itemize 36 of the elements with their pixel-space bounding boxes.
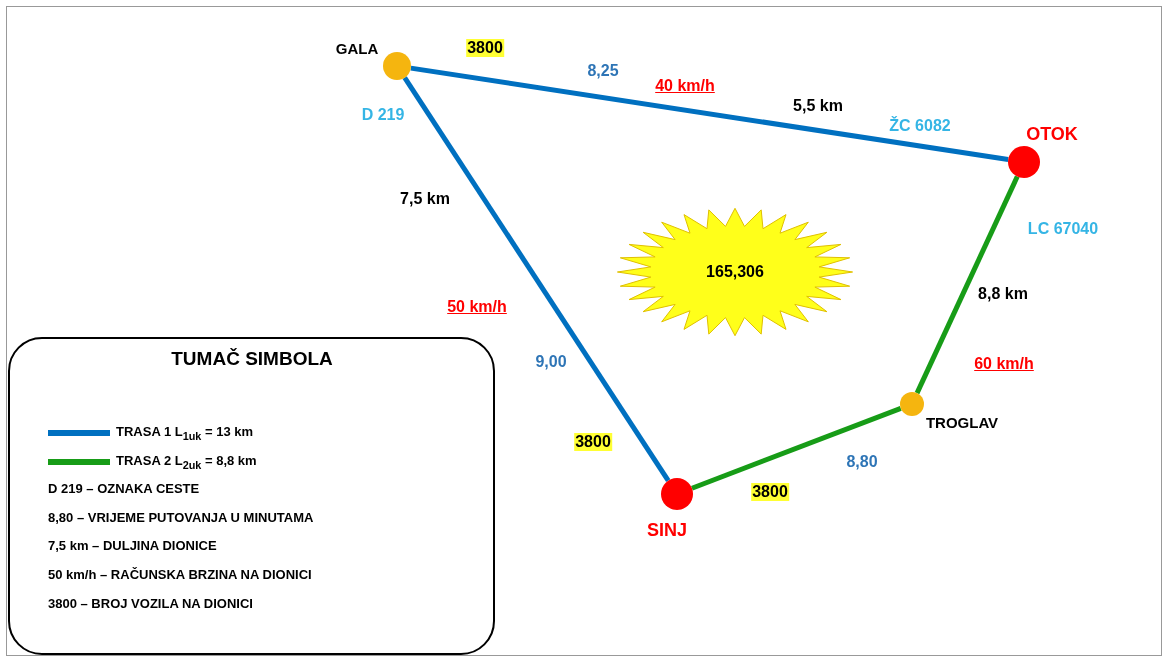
legend-title: TUMAČ SIMBOLA [171,348,333,370]
road-line [691,405,902,491]
road-line [402,76,671,482]
length-label: 5,5 km [793,97,843,115]
length-label: 7,5 km [400,190,450,208]
road-code: D 219 [361,106,405,124]
vehicle-count: 3800 [466,39,504,57]
road-line [410,65,1009,163]
place-label: TROGLAV [925,413,999,431]
legend-text: D 219 – OZNAKA CESTE [48,481,200,497]
road-code: ŽC 6082 [889,117,951,135]
speed-label: 50 km/h [447,298,507,316]
legend-text: TRASA 1 L$_{1uk}$ = 13 km [116,424,254,442]
length-label: 8,8 km [978,285,1028,303]
speed-label: 40 km/h [655,77,715,95]
legend-text: TRASA 2 L$_{2uk}$ = 8,8 km [116,452,257,471]
legend-text: 7,5 km – DULJINA DIONICE [48,538,217,554]
place-label: GALA [335,39,379,57]
road-line [914,175,1020,395]
junction-circle [1008,146,1040,178]
legend-text: 8,80 – VRIJEME PUTOVANJA U MINUTAMA [48,509,314,525]
place-label: SINJ [647,519,687,541]
travel-time: 9,00 [535,353,567,371]
legend-text: 50 km/h – RAČUNSKA BRZINA NA DIONICI [48,567,312,582]
place-label: OTOK [1026,123,1078,145]
travel-time: 8,25 [587,62,619,80]
vehicle-count: 3800 [574,433,612,451]
legend-text: 3800 – BROJ VOZILA NA DIONICI [48,595,253,611]
junction-circle [900,392,924,416]
travel-time: 8,80 [846,453,878,471]
junction-circle [661,478,693,510]
road-code: LC 67040 [1027,220,1099,238]
value-text: 165,306 [706,263,764,281]
vehicle-count: 3800 [751,483,789,501]
junction-circle [383,52,411,80]
speed-label: 60 km/h [974,355,1034,373]
